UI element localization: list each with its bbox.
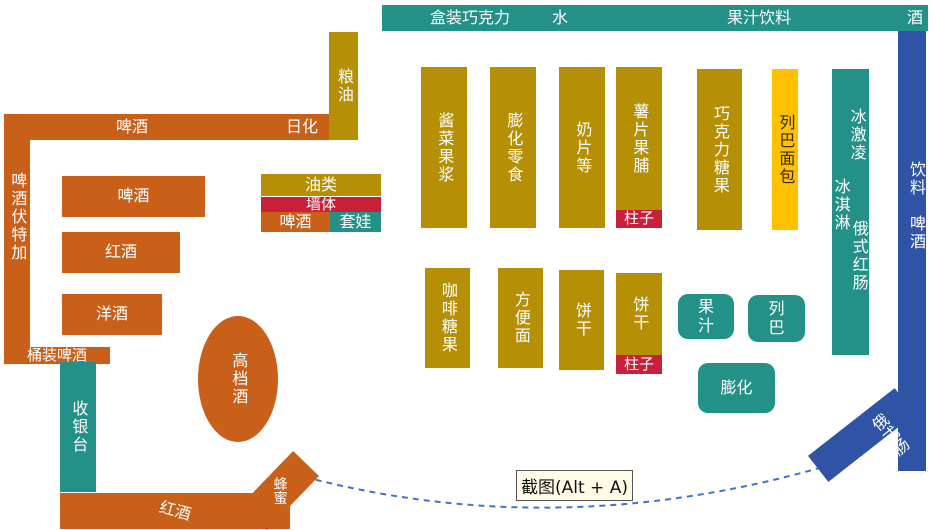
label-right-beer: 啤酒 [907,215,926,251]
shelf-beer-label: 啤酒 [117,186,150,206]
shelf-instant-noodles-label: 方便面 [511,291,531,345]
grain-oil: 粮油 [329,32,358,140]
label-water: 水 [552,7,569,27]
ice-cream-b: 冰淇淋 [831,178,851,232]
frame-daily-label: 日化 [286,116,319,136]
cashier-label: 收银台 [69,400,89,454]
shelf-biscuits-2: 饼干 [616,273,662,355]
cashier: 收银台 [60,362,96,492]
island-juice-label: 果汁 [697,297,714,335]
frame-side-label: 啤酒伏特加 [8,172,28,262]
island-bread-label: 列巴 [768,299,785,337]
shelf-milk-tablets-label: 奶片等 [573,120,593,175]
shelf-pickles: 酱菜果浆 [421,67,467,228]
shelf-biscuits-1: 饼干 [559,270,604,370]
group-beer: 啤酒 [261,212,330,232]
island-bread: 列巴 [748,295,805,342]
label-boxed-chocolate: 盒装巧克力 [430,7,511,27]
screenshot-tooltip: 截图(Alt + A) [516,470,633,501]
island-puffed: 膨化 [698,363,775,413]
shelf-biscuits-1-label: 饼干 [572,302,592,338]
shelf-biscuits-2-label: 饼干 [630,296,650,332]
label-alcohol: 酒 [907,7,924,27]
bottom-red-wine-label: 红酒 [157,496,194,524]
pillar-1-label: 柱子 [623,209,654,228]
frame-left: 啤酒伏特加 [4,140,30,355]
label-juice-drinks: 果汁饮料 [727,7,792,27]
shelf-spirits-label: 洋酒 [95,304,128,324]
island-juice: 果汁 [678,294,734,339]
shelf-milk-tablets: 奶片等 [559,67,605,228]
shelf-instant-noodles: 方便面 [498,268,543,368]
frame-bucket-label: 桶装啤酒 [26,345,87,364]
pillar-1: 柱子 [616,209,662,228]
shelf-chocolate-label: 巧克力糖果 [710,104,730,195]
group-beer-label: 啤酒 [279,211,312,231]
right-bar: 饮料 啤酒 [898,31,926,471]
wall-label: 墙体 [305,194,336,213]
frame-bottom: 桶装啤酒 [4,345,110,364]
shelf-chips-label: 薯片果脯 [630,102,650,175]
pillar-2-label: 柱子 [623,354,654,373]
shelf-chocolate: 巧克力糖果 [697,69,742,230]
premium-liquor: 高档酒 [198,316,278,442]
shelf-coffee-candy: 咖啡糖果 [425,268,470,368]
frame-top: 啤酒 日化 [4,114,358,140]
wall-block: 墙体 [261,194,381,213]
ice-cream-a: 冰激凌 [847,108,867,162]
grain-oil-label: 粮油 [334,68,354,104]
shelf-spirits: 洋酒 [62,294,162,335]
top-bar: 盒装巧克力 水 果汁饮料 酒 [382,5,928,31]
shelf-chips: 薯片果脯 [616,67,662,210]
premium-label: 高档酒 [229,352,249,406]
label-drinks: 饮料 [907,161,926,197]
oil-shelf: 油类 [261,174,381,196]
honey-label: 蜂蜜 [272,476,288,505]
shelf-pickles-label: 酱菜果浆 [435,111,455,184]
island-puffed-label: 膨化 [720,377,753,397]
shelf-puffed-snacks-label: 膨化零食 [504,111,524,184]
shelf-bread-label: 列巴面包 [776,113,796,186]
shelf-coffee-candy-label: 咖啡糖果 [438,282,458,354]
oil-label: 油类 [304,174,337,194]
shelf-red-wine-label: 红酒 [104,242,137,262]
shelf-red-wine: 红酒 [62,232,180,273]
pillar-2: 柱子 [616,355,662,374]
shelf-beer: 啤酒 [62,176,205,217]
frame-beer-label: 啤酒 [116,116,149,136]
shelf-puffed-snacks: 膨化零食 [490,67,536,228]
group-set: 套娃 [330,212,381,232]
ice-cream-c: 俄式红肠 [849,220,869,292]
freezer [832,69,869,355]
shelf-bread: 列巴面包 [772,69,798,230]
group-set-label: 套娃 [339,211,372,231]
